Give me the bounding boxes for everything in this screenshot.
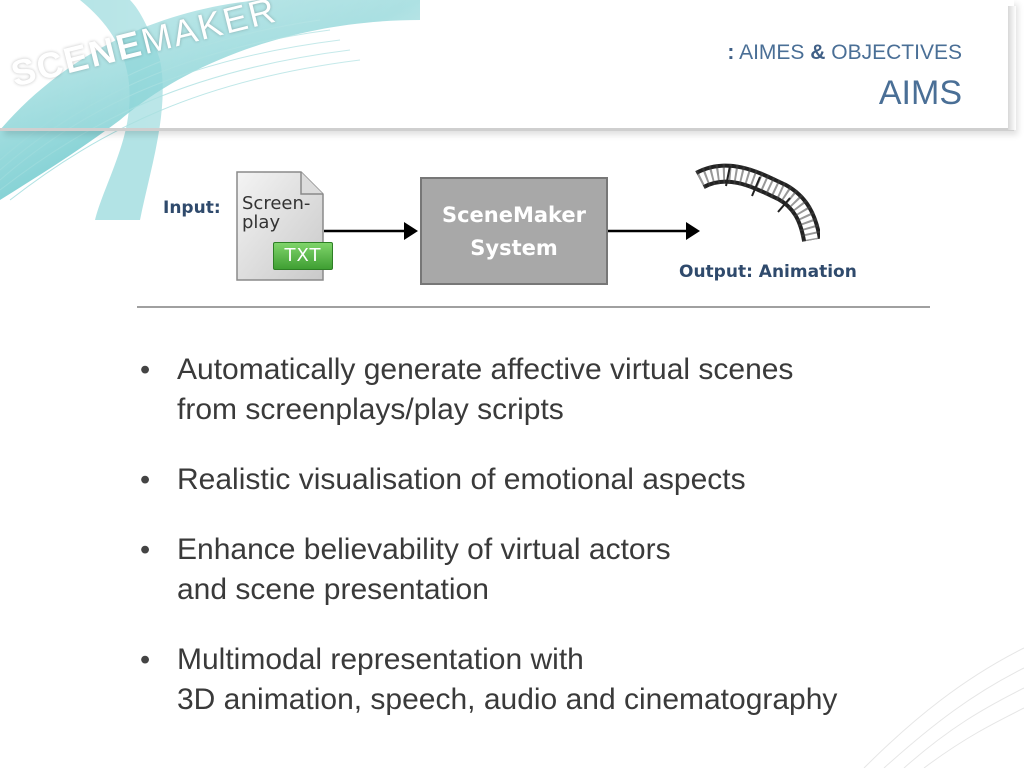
header-bar [0, 0, 1014, 131]
bullet-item: • Automatically generate affective virtu… [140, 350, 960, 430]
system-line-1: SceneMaker [441, 203, 587, 227]
section-amp: & [810, 41, 826, 64]
document-line-1: Screen- [242, 193, 311, 214]
output-label: Output: Animation [679, 262, 857, 282]
bullet-marker: • [140, 354, 151, 386]
bullet-item: • Enhance believability of virtual actor… [140, 530, 960, 610]
document-line-2: play [242, 212, 281, 233]
txt-badge: TXT [273, 242, 333, 270]
bullet-text-line: Realistic visualisation of emotional asp… [177, 463, 746, 496]
system-line-2: System [470, 236, 558, 260]
section-label: : AIMES & OBJECTIVES [727, 41, 962, 65]
bullet-marker: • [140, 534, 151, 566]
bullet-item: • Realistic visualisation of emotional a… [140, 460, 960, 500]
section-part2: OBJECTIVES [831, 41, 962, 64]
section-prefix: : [727, 41, 735, 64]
bullet-marker: • [140, 644, 151, 676]
section-part1: AIMES [739, 41, 805, 64]
bullet-text-line: Enhance believability of virtual actors [177, 533, 671, 566]
bullet-marker: • [140, 464, 151, 496]
bullet-text-line: and scene presentation [177, 573, 489, 606]
arrow-system-to-output [608, 222, 700, 240]
bullet-list: • Automatically generate affective virtu… [140, 350, 960, 750]
divider-rule [137, 306, 930, 308]
bullet-text-line: 3D animation, speech, audio and cinemato… [177, 683, 838, 716]
bullet-text-line: Automatically generate affective virtual… [177, 353, 794, 386]
header-shadow [1008, 6, 1016, 130]
arrow-input-to-system [324, 222, 418, 240]
bullet-text-line: Multimodal representation with [177, 643, 584, 676]
document-text: Screen- play [242, 194, 322, 232]
bullet-text-line: from screenplays/play scripts [177, 393, 564, 426]
slide-title: AIMS [878, 74, 962, 112]
scenemaker-system-box: SceneMaker System [420, 177, 608, 285]
input-label: Input: [163, 198, 221, 218]
corner-decoration [863, 647, 1024, 768]
film-strip-icon [695, 163, 820, 242]
bullet-item: • Multimodal representation with 3D anim… [140, 640, 960, 720]
